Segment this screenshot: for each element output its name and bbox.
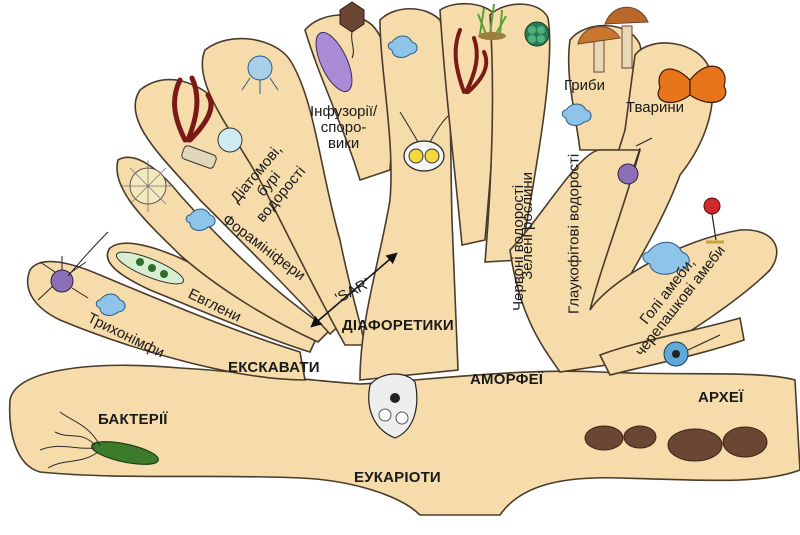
radiolarian-icon (241, 55, 279, 94)
label-fungi: Гриби (564, 77, 605, 94)
diatom-icon (181, 127, 243, 169)
red-algae-icon (453, 28, 489, 94)
choanoflagellate-icon (617, 137, 653, 185)
label-ciliates: Інфузорії/ споро- вики (310, 104, 377, 151)
label-ciliates-line-1: Інфузорії/ (310, 103, 378, 120)
label-eukaryotes: ЕУКАРІОТИ (354, 469, 441, 486)
paramecium-icon (315, 31, 353, 93)
euglena-icon (115, 251, 185, 285)
apicomplexan-icon (339, 1, 365, 59)
foraminifera-icon (122, 160, 174, 212)
glaucophyte-icon (524, 21, 550, 47)
archaea-cells-icon (584, 425, 768, 462)
slime-mold-icon (703, 197, 724, 244)
label-archaea: АРХЕЇ (698, 389, 744, 406)
label-green-plants: Зелені рослини (519, 171, 537, 280)
label-excavates: ЕКСКАВАТИ (228, 359, 320, 376)
amoeba-cyan-icon (663, 334, 721, 367)
bacterium-icon (39, 411, 159, 469)
label-animals: Тварини (626, 99, 685, 116)
label-diaphoretics: ДІАФОРЕТИКИ (342, 317, 454, 334)
label-ciliates-line-2: споро- (320, 118, 367, 136)
label-ciliates-line-3: вики (327, 134, 360, 152)
blue-cell-icon-3 (387, 35, 418, 58)
branch-excavates-trichonymph (26, 260, 306, 381)
blue-cell-icon-1 (95, 293, 126, 316)
label-bacteria: БАКТЕРІЇ (98, 411, 168, 428)
eukaryote-cell-icon (368, 373, 418, 439)
butterfly-icon (657, 65, 727, 104)
label-amorphea: АМОРФЕЇ (470, 371, 544, 388)
label-glaucophytes: Глаукофітові водорості (565, 153, 583, 315)
branch-green-plants (484, 3, 551, 263)
sar-arrow (310, 252, 398, 328)
branch-foraminifera (116, 156, 332, 343)
trichonymph-icon (37, 231, 109, 301)
green-plant-icon (477, 3, 507, 40)
blue-cell-icon-2 (185, 208, 216, 231)
mushroom-icon (577, 6, 649, 73)
brown-algae-icon (172, 75, 214, 143)
flagellate-icon (399, 111, 449, 172)
blue-cell-icon-4 (561, 103, 592, 126)
blue-cell-icon-5 (642, 241, 690, 275)
